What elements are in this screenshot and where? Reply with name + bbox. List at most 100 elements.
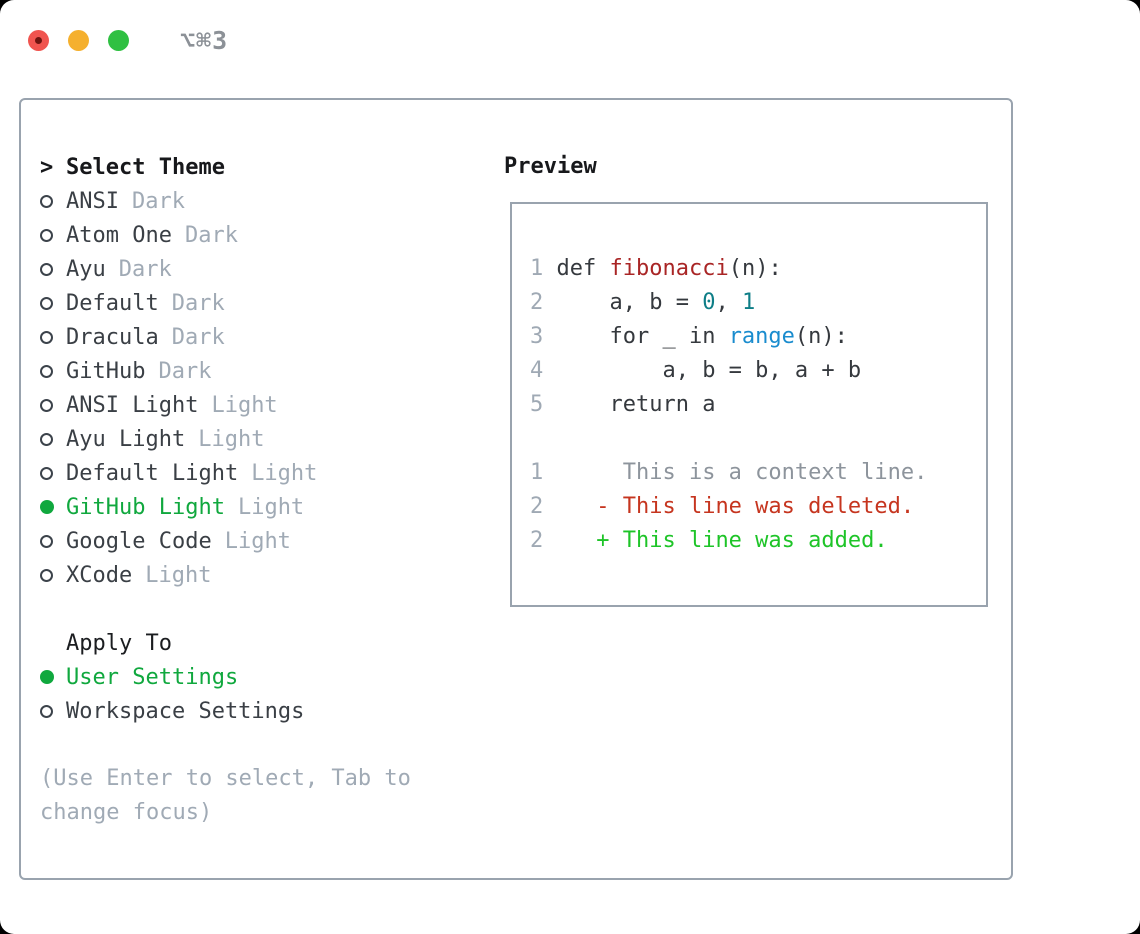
- code-token: (n):: [728, 256, 782, 281]
- option-variant-label: Dark: [184, 222, 238, 248]
- theme-option-ansi-light[interactable]: ANSI Light Light: [40, 388, 317, 422]
- code-token: (n):: [794, 324, 848, 349]
- hint-text: (Use Enter to select, Tab to change focu…: [40, 766, 411, 825]
- preview-code-line: 2 - This line was deleted.: [530, 490, 986, 524]
- radio-icon: [40, 262, 53, 276]
- option-label: User Settings: [66, 664, 239, 690]
- preview-code-line: 1 def fibonacci(n):: [530, 252, 986, 286]
- radio-icon: [40, 432, 53, 446]
- code-token: 2: [530, 290, 557, 315]
- radio-slot: [40, 364, 66, 378]
- code-token: + This line was added.: [556, 528, 888, 553]
- code-token: 5: [530, 392, 557, 417]
- theme-option-ansi[interactable]: ANSI Dark: [40, 184, 317, 218]
- theme-option-ayu-light[interactable]: Ayu Light Light: [40, 422, 317, 456]
- code-token: - This line was deleted.: [556, 494, 915, 519]
- preview-code-line: 1 This is a context line.: [530, 456, 986, 490]
- code-token: 2: [530, 528, 557, 553]
- option-variant-label: Light: [224, 528, 291, 554]
- theme-option-default[interactable]: Default Dark: [40, 286, 317, 320]
- option-variant-label: Dark: [171, 290, 225, 316]
- code-token: 1: [530, 460, 557, 485]
- code-token: 1: [530, 256, 557, 281]
- apply-option-workspace-settings[interactable]: Workspace Settings: [40, 694, 304, 728]
- radio-icon: [40, 194, 53, 208]
- radio-selected-icon: [40, 670, 54, 684]
- theme-option-github[interactable]: GitHub Dark: [40, 354, 317, 388]
- prompt-icon: >: [40, 154, 54, 180]
- radio-icon: [40, 534, 53, 548]
- radio-slot: [40, 670, 66, 684]
- radio-slot: [40, 432, 66, 446]
- preview-code-line: [530, 422, 986, 456]
- radio-slot: [40, 262, 66, 276]
- radio-slot: [40, 228, 66, 242]
- code-token: for _ in: [556, 324, 729, 349]
- apply-to-header: Apply To: [40, 626, 172, 660]
- radio-slot: [40, 500, 66, 514]
- option-variant-label: Light: [198, 426, 265, 452]
- code-token: 1: [741, 290, 756, 315]
- code-token: return a: [556, 392, 716, 417]
- option-label: Workspace Settings: [66, 698, 305, 724]
- maximize-button[interactable]: [108, 30, 129, 51]
- radio-slot: [40, 398, 66, 412]
- code-token: 4: [530, 358, 557, 383]
- option-variant-label: Dark: [131, 188, 185, 214]
- radio-icon: [40, 228, 53, 242]
- radio-slot: [40, 330, 66, 344]
- radio-slot: [40, 534, 66, 548]
- close-dot-icon: [35, 37, 42, 44]
- close-button[interactable]: [28, 30, 49, 51]
- select-theme-header: > Select Theme: [40, 150, 225, 184]
- option-label: XCode: [66, 562, 133, 588]
- preview-code-line: 5 return a: [530, 388, 986, 422]
- preview-code-line: 2 a, b = 0, 1: [530, 286, 986, 320]
- code-token: fibonacci: [609, 256, 729, 281]
- theme-option-default-light[interactable]: Default Light Light: [40, 456, 317, 490]
- select-theme-label: Select Theme: [66, 154, 225, 180]
- option-label: Ayu: [66, 256, 106, 282]
- radio-icon: [40, 296, 53, 310]
- radio-slot: [40, 194, 66, 208]
- radio-slot: [40, 466, 66, 480]
- option-variant-label: Dark: [118, 256, 172, 282]
- radio-slot: [40, 296, 66, 310]
- code-token: 0: [702, 290, 716, 315]
- theme-option-ayu[interactable]: Ayu Dark: [40, 252, 317, 286]
- radio-slot: [40, 568, 66, 582]
- code-token: def: [556, 256, 610, 281]
- minimize-button[interactable]: [68, 30, 89, 51]
- option-variant-label: Light: [237, 494, 305, 520]
- option-variant-label: Dark: [158, 358, 212, 384]
- preview-code-line: 3 for _ in range(n):: [530, 320, 986, 354]
- radio-icon: [40, 364, 53, 378]
- titlebar: ⌥⌘3: [28, 26, 228, 55]
- radio-icon: [40, 398, 53, 412]
- code-token: a, b =: [556, 290, 703, 315]
- option-label: Dracula: [66, 324, 159, 350]
- code-token: 3: [530, 324, 557, 349]
- option-variant-label: Light: [211, 392, 278, 418]
- option-label: Default Light: [66, 460, 239, 486]
- code-token: a, b = b, a + b: [556, 358, 862, 383]
- option-label: GitHub: [66, 358, 146, 384]
- radio-icon: [40, 466, 53, 480]
- option-label: Ayu Light: [66, 426, 186, 452]
- apply-option-user-settings[interactable]: User Settings: [40, 660, 304, 694]
- option-variant-label: Light: [251, 460, 318, 486]
- window-title: ⌥⌘3: [180, 26, 229, 55]
- preview-code-line: 2 + This line was added.: [530, 524, 986, 558]
- radio-selected-icon: [40, 500, 54, 514]
- option-label: ANSI Light: [66, 392, 199, 418]
- option-label: Default: [66, 290, 159, 316]
- preview-label: Preview: [504, 154, 597, 179]
- option-label: ANSI: [66, 188, 119, 214]
